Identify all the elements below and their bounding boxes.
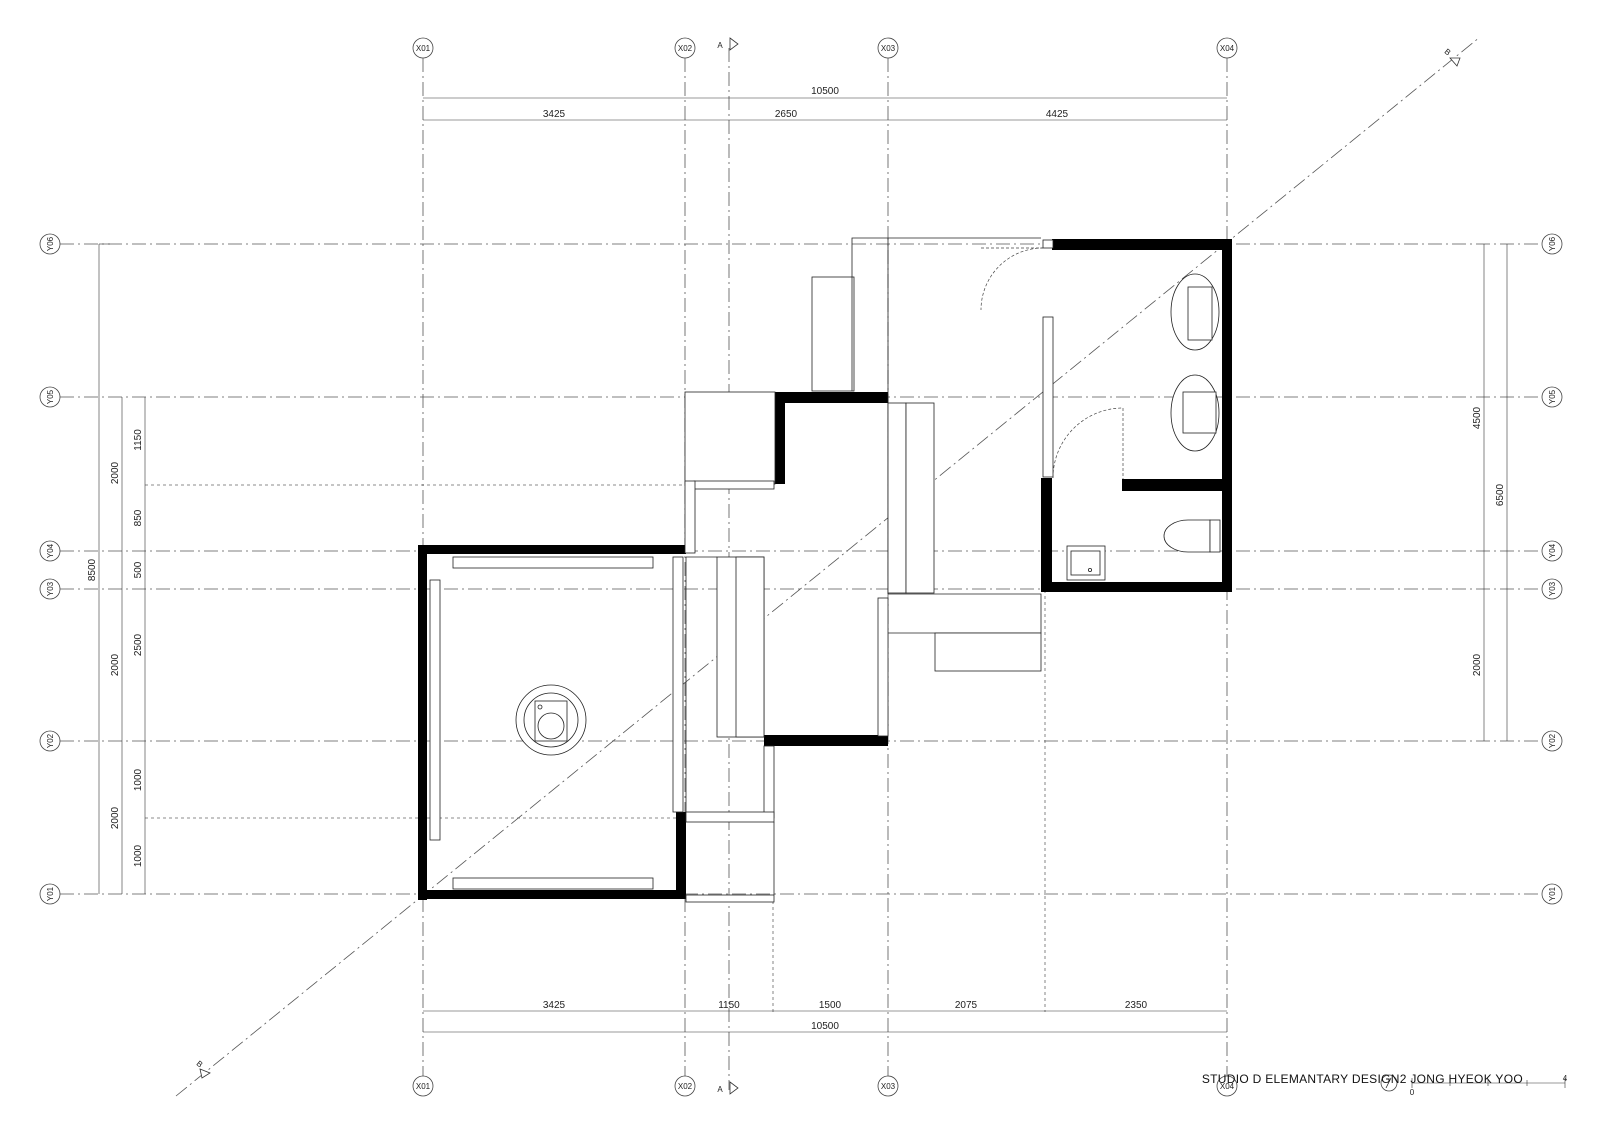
- dim-bottom-total: 10500: [811, 1021, 839, 1032]
- dim-right-total: 6500: [1495, 483, 1506, 506]
- svg-text:A: A: [717, 1085, 723, 1094]
- svg-text:X02: X02: [678, 1082, 693, 1091]
- svg-text:X04: X04: [1220, 44, 1235, 53]
- grid-bubble-y04-right: Y04: [1541, 540, 1563, 562]
- walls: [418, 239, 1232, 900]
- dim-left-inner-1: 1150: [133, 429, 144, 451]
- svg-text:X03: X03: [881, 44, 896, 53]
- dim-left-outer-3: 2000: [110, 806, 121, 829]
- svg-text:Y01: Y01: [46, 886, 55, 901]
- fixtures: [429, 237, 1221, 903]
- svg-text:X01: X01: [416, 44, 431, 53]
- svg-text:X02: X02: [678, 44, 693, 53]
- dim-top-2: 2650: [775, 109, 798, 120]
- svg-text:Y03: Y03: [1548, 581, 1557, 596]
- grid-bubble-y06-right: Y06: [1541, 233, 1563, 255]
- grid-bubble-x03-top: X03: [877, 37, 899, 59]
- grid-bubble-y02-right: Y02: [1541, 730, 1563, 752]
- scale-bar: 0 4: [1410, 1074, 1568, 1097]
- svg-text:Y02: Y02: [1548, 733, 1557, 748]
- grid-bubble-x04-bottom: X04: [1216, 1075, 1238, 1097]
- dim-left-inner-2: 850: [133, 509, 144, 526]
- dim-left-outer-2: 2000: [110, 653, 121, 676]
- grid-bubble-y02-left: Y02: [39, 730, 61, 752]
- grid-bubble-y04-left: Y04: [39, 540, 61, 562]
- svg-text:X01: X01: [416, 1082, 431, 1091]
- section-marker-b-bottom: B: [195, 1059, 211, 1079]
- dim-left-outer-1: 2000: [110, 461, 121, 484]
- dim-top-total: 10500: [811, 86, 839, 97]
- section-marker-b-top: B: [1443, 47, 1461, 67]
- dim-left-inner-5: 1000: [133, 768, 144, 791]
- svg-text:Y01: Y01: [1548, 886, 1557, 901]
- grid-bubble-x01-bottom: X01: [412, 1075, 434, 1097]
- grid-bubble-y03-left: Y03: [39, 578, 61, 600]
- grid-bubble-x02-bottom: X02: [674, 1075, 696, 1097]
- svg-text:Y05: Y05: [1548, 389, 1557, 404]
- svg-text:Y03: Y03: [46, 581, 55, 596]
- svg-text:Y04: Y04: [46, 543, 55, 558]
- dim-top-1: 3425: [543, 109, 566, 120]
- grid-bubble-y03-right: Y03: [1541, 578, 1563, 600]
- grid-bubble-y06-left: Y06: [39, 233, 61, 255]
- grid-bubble-y05-right: Y05: [1541, 386, 1563, 408]
- dim-right-upper: 4500: [1472, 406, 1483, 429]
- dim-top-3: 4425: [1046, 109, 1069, 120]
- section-marker-a-bottom: A: [717, 1081, 739, 1095]
- scale-end-label: 4: [1563, 1074, 1568, 1083]
- svg-text:B: B: [1443, 47, 1453, 57]
- svg-text:X03: X03: [881, 1082, 896, 1091]
- svg-text:A: A: [717, 41, 723, 50]
- dim-bottom-2: 1150: [718, 1000, 740, 1011]
- dim-right-lower: 2000: [1472, 653, 1483, 676]
- grid-bubbles-x-top: X01 X02 X03 X04: [412, 37, 1238, 59]
- dim-bottom-5: 2350: [1125, 1000, 1148, 1011]
- svg-text:Y04: Y04: [1548, 543, 1557, 558]
- grid-bubble-x02-top: X02: [674, 37, 696, 59]
- dimension-lines: [98, 97, 1508, 1033]
- svg-text:Y06: Y06: [1548, 236, 1557, 251]
- svg-text:Y02: Y02: [46, 733, 55, 748]
- dim-bottom-1: 3425: [543, 1000, 566, 1011]
- grid-bubble-y01-right: Y01: [1541, 883, 1563, 905]
- svg-text:Y05: Y05: [46, 389, 55, 404]
- svg-text:B: B: [195, 1059, 205, 1069]
- dim-left-total: 8500: [87, 558, 98, 581]
- section-marker-a-top: A: [717, 37, 739, 51]
- dim-left-inner-6: 1000: [133, 844, 144, 867]
- dim-bottom-3: 1500: [819, 1000, 842, 1011]
- grid-bubbles-y-right: Y06 Y05 Y04 Y03 Y02 Y01: [1541, 233, 1563, 905]
- scale-start-label: 0: [1410, 1088, 1415, 1097]
- north-arrow-icon: [1380, 1074, 1398, 1092]
- grid-bubble-x03-bottom: X03: [877, 1075, 899, 1097]
- dim-bottom-4: 2075: [955, 1000, 978, 1011]
- grid-bubble-y01-left: Y01: [39, 883, 61, 905]
- grid-bubble-x01-top: X01: [412, 37, 434, 59]
- grid-bubble-x04-top: X04: [1216, 37, 1238, 59]
- grid-bubbles-y-left: Y06 Y05 Y04 Y03 Y02 Y01: [39, 233, 61, 905]
- svg-text:X04: X04: [1220, 1082, 1235, 1091]
- drawing-title: STUDIO D ELEMANTARY DESIGN2 JONG HYEOK Y…: [1201, 1072, 1523, 1086]
- section-markers: A A B B: [195, 37, 1461, 1095]
- grid-lines: [60, 36, 1542, 1097]
- dimension-texts: 10500 3425 2650 4425 3425 1150 1500 2075…: [87, 86, 1506, 1032]
- dim-left-inner-3: 500: [133, 561, 144, 578]
- dim-left-inner-4: 2500: [133, 633, 144, 656]
- grid-bubbles-x-bottom: X01 X02 X03 X04: [412, 1075, 1238, 1097]
- svg-text:Y06: Y06: [46, 236, 55, 251]
- grid-bubble-y05-left: Y05: [39, 386, 61, 408]
